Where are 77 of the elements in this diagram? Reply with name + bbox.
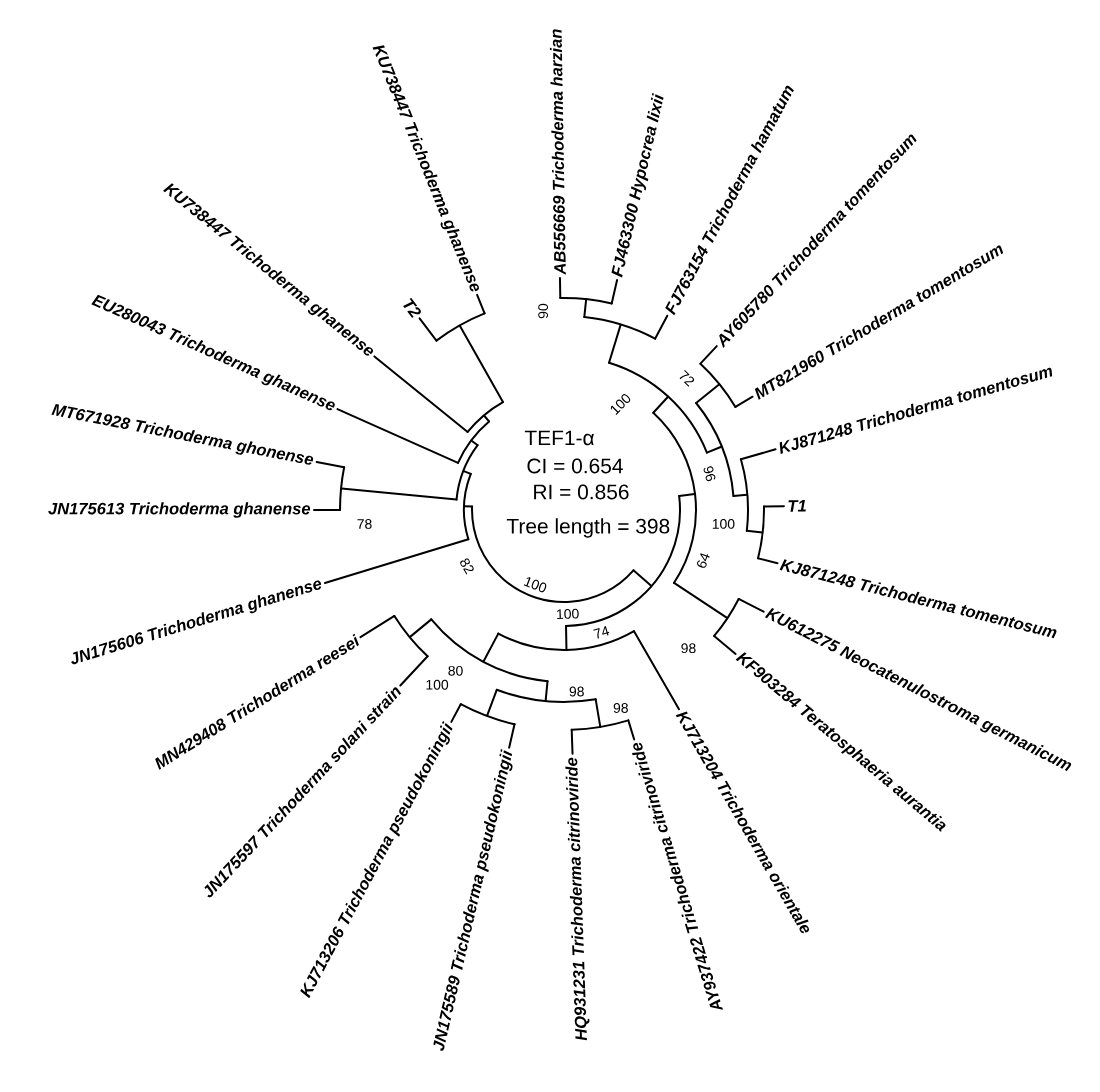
branch-line	[476, 293, 486, 315]
branch-line	[757, 557, 779, 565]
branch-line	[583, 298, 588, 319]
branch-arc	[695, 402, 735, 497]
branch-line	[418, 317, 438, 342]
branch-arc	[757, 505, 765, 560]
branch-arc	[583, 316, 657, 340]
branch-line	[482, 632, 500, 663]
branch-line	[608, 323, 622, 364]
taxon-label: T2	[403, 298, 421, 318]
branch-arc	[435, 312, 486, 342]
branch-line	[483, 414, 491, 423]
branch-line	[632, 569, 653, 587]
branch-line	[705, 445, 723, 454]
taxon-label: FJ463300 Hypocrea lixii	[611, 92, 664, 278]
statistic-text: RI = 0.856	[534, 484, 629, 500]
branch-arc	[339, 466, 346, 511]
branch-line	[654, 314, 669, 340]
branch-line	[458, 324, 504, 404]
branch-arc	[463, 472, 472, 541]
branch-line	[695, 383, 721, 404]
branch-arc	[570, 719, 630, 731]
branch-line	[359, 614, 396, 639]
branch-line	[678, 493, 696, 497]
branch-line	[336, 408, 460, 464]
branch-arc	[559, 297, 613, 305]
statistic-text: Tree length = 398	[506, 518, 670, 538]
branch-arc	[457, 420, 491, 464]
branch-line	[673, 581, 729, 619]
branch-line	[737, 597, 765, 613]
branch-line	[633, 630, 680, 711]
branch-arc	[455, 444, 479, 501]
branch-line	[699, 345, 718, 365]
branch-line	[462, 470, 472, 475]
branch-line	[399, 655, 429, 687]
branch-line	[732, 493, 748, 497]
branch-line	[373, 355, 469, 433]
taxon-label: HQ931231 Trichoderma citrinoviride	[565, 757, 590, 1041]
branch-arc	[739, 458, 749, 532]
branch-line	[409, 618, 433, 638]
branch-arc	[459, 703, 516, 726]
branch-arc	[497, 630, 635, 651]
branch-arc	[471, 505, 635, 603]
branch-line	[558, 277, 562, 299]
branch-line	[486, 688, 498, 717]
branch-line	[450, 703, 462, 723]
branch-line	[565, 624, 568, 651]
branch-line	[734, 395, 754, 408]
branch-line	[594, 698, 602, 728]
branch-line	[313, 508, 341, 511]
branch-line	[544, 680, 549, 702]
tree-title: TEF1-α	[524, 430, 594, 446]
branch-line	[739, 448, 777, 461]
branch-line	[627, 719, 636, 741]
branch-arc	[495, 688, 597, 703]
branch-line	[745, 529, 764, 534]
branch-line	[652, 395, 669, 414]
taxon-label: JN175613 Trichoderma ghanense	[48, 502, 311, 518]
branch-line	[340, 487, 458, 501]
branch-line	[570, 728, 574, 755]
branch-line	[713, 634, 737, 655]
branch-line	[323, 538, 470, 585]
branch-arc	[393, 614, 429, 658]
branch-line	[470, 439, 479, 447]
branch-arc	[699, 362, 737, 408]
branch-arc	[466, 401, 504, 433]
branch-line	[463, 505, 474, 508]
taxon-label: T1	[788, 500, 806, 512]
branch-arc	[430, 618, 549, 683]
branch-line	[508, 723, 516, 749]
branch-line	[315, 460, 346, 469]
branch-line	[610, 279, 619, 305]
branch-line	[762, 505, 785, 508]
branch-arc	[713, 597, 740, 637]
branch-arc	[608, 361, 708, 454]
taxon-label: AB556669 Trichoderma harzian	[549, 29, 566, 275]
statistic-text: CI = 0.654	[527, 458, 623, 474]
